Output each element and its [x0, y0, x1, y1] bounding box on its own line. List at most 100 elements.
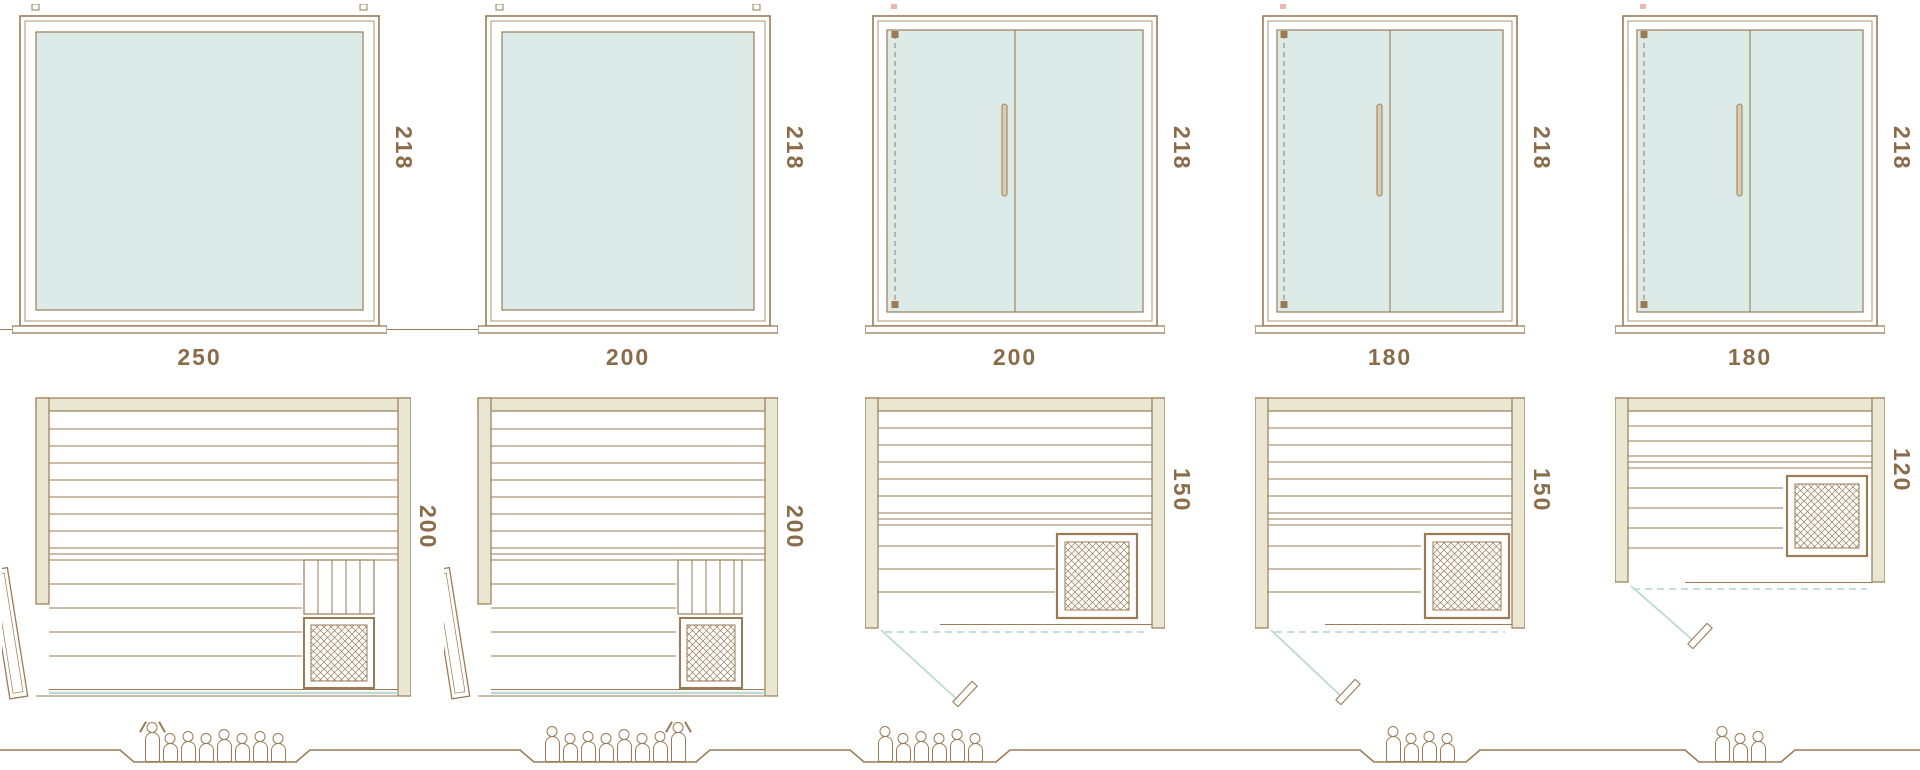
door-leaf-open-icon — [1687, 622, 1713, 650]
front-elevation-4 — [1255, 4, 1525, 334]
ground-line — [0, 749, 1920, 763]
wall-right — [397, 397, 411, 697]
capacity-group-1 — [134, 716, 296, 762]
wall-back — [1615, 397, 1885, 412]
bench-edge — [490, 553, 766, 561]
door-swing-line — [1630, 585, 1696, 643]
bench-edge — [48, 553, 399, 561]
person-icon — [580, 741, 596, 762]
person-icon — [967, 743, 983, 762]
bench-slats — [491, 428, 765, 549]
wall-right — [764, 397, 778, 697]
depth-dimension-3: 150 — [1169, 468, 1195, 513]
person-icon — [562, 743, 578, 762]
floor-plan-4 — [1255, 397, 1525, 706]
person-icon — [544, 736, 560, 762]
wall-left — [1255, 397, 1269, 629]
door-leaf-open-icon — [1335, 678, 1361, 706]
floor-plan-3 — [865, 397, 1165, 708]
hinge-icon — [1280, 31, 1288, 38]
person-icon — [1403, 743, 1419, 762]
person-icon — [652, 741, 668, 762]
width-dimension-2: 200 — [605, 344, 651, 370]
bench-slats — [878, 427, 1152, 514]
bench-slats — [1268, 427, 1512, 514]
front-elevation-1 — [12, 4, 387, 334]
person-icon — [1421, 741, 1437, 762]
sill — [478, 325, 778, 334]
pink-marker-icon — [1640, 4, 1646, 9]
wall-back — [865, 397, 1165, 412]
top-tick-icon — [495, 4, 504, 11]
pink-marker-icon — [1280, 4, 1286, 9]
wall-right — [1511, 397, 1525, 629]
bench-edge — [1627, 461, 1873, 469]
hinge-icon — [1640, 31, 1648, 38]
depth-dimension-1: 200 — [415, 505, 441, 550]
heater-icon — [1794, 483, 1860, 549]
wall-back — [35, 397, 411, 412]
door-handle — [1376, 103, 1383, 197]
person-icon — [216, 739, 232, 762]
hinge-icon — [1640, 301, 1648, 308]
height-dimension-5: 218 — [1889, 126, 1915, 171]
wall-right — [1151, 397, 1165, 629]
floor-line — [387, 329, 478, 330]
door-leaf-open — [2, 566, 29, 700]
heater-icon — [686, 624, 736, 682]
person-icon — [1439, 743, 1455, 762]
floor-plan-5 — [1615, 397, 1885, 650]
width-dimension-4: 180 — [1367, 344, 1413, 370]
floor-plan-1 — [2, 397, 411, 700]
top-tick-icon — [31, 4, 40, 11]
person-icon — [180, 741, 196, 762]
front-elevation-3 — [865, 4, 1165, 334]
width-dimension-5: 180 — [1727, 344, 1773, 370]
heater-icon — [310, 624, 368, 682]
hinge-icon — [891, 31, 899, 38]
door-handle — [1001, 103, 1008, 197]
lower-bench-slats — [878, 545, 1055, 593]
person-icon — [634, 743, 650, 762]
capacity-group-3 — [864, 716, 996, 762]
wall-left — [35, 397, 50, 605]
top-tick-icon — [359, 4, 368, 11]
floor-line — [0, 329, 12, 330]
person-icon — [1385, 736, 1401, 762]
lower-bench-slats — [1628, 487, 1783, 549]
person-icon — [895, 743, 911, 762]
heater-icon — [1432, 541, 1502, 611]
height-dimension-2: 218 — [782, 126, 808, 171]
floor-plan-2 — [444, 397, 778, 700]
person-icon — [138, 721, 166, 762]
sill — [865, 325, 1165, 334]
person-icon — [931, 743, 947, 762]
height-dimension-4: 218 — [1529, 126, 1555, 171]
depth-dimension-4: 150 — [1529, 468, 1555, 513]
person-icon — [252, 741, 268, 762]
door-swing-line — [880, 629, 961, 703]
person-icon — [1714, 736, 1730, 762]
pink-marker-icon — [891, 4, 897, 9]
glass-panel — [35, 31, 364, 311]
wall-left — [1615, 397, 1629, 583]
top-tick-icon — [752, 4, 761, 11]
front-elevation-5 — [1615, 4, 1885, 334]
person-icon — [616, 739, 632, 762]
person-icon — [1750, 741, 1766, 762]
lower-bench-slats — [49, 583, 302, 657]
capacity-group-2 — [534, 716, 696, 762]
wall-back — [1255, 397, 1525, 412]
person-icon — [198, 743, 214, 762]
person-icon — [270, 743, 286, 762]
wall-left — [477, 397, 492, 605]
person-icon — [162, 743, 178, 762]
heater-icon — [1064, 541, 1130, 611]
person-icon — [913, 741, 929, 762]
depth-dimension-5: 120 — [1889, 448, 1915, 493]
person-icon — [1732, 743, 1748, 762]
lower-bench-slats — [491, 583, 676, 657]
width-dimension-3: 200 — [992, 344, 1038, 370]
bench-edge — [877, 518, 1153, 526]
